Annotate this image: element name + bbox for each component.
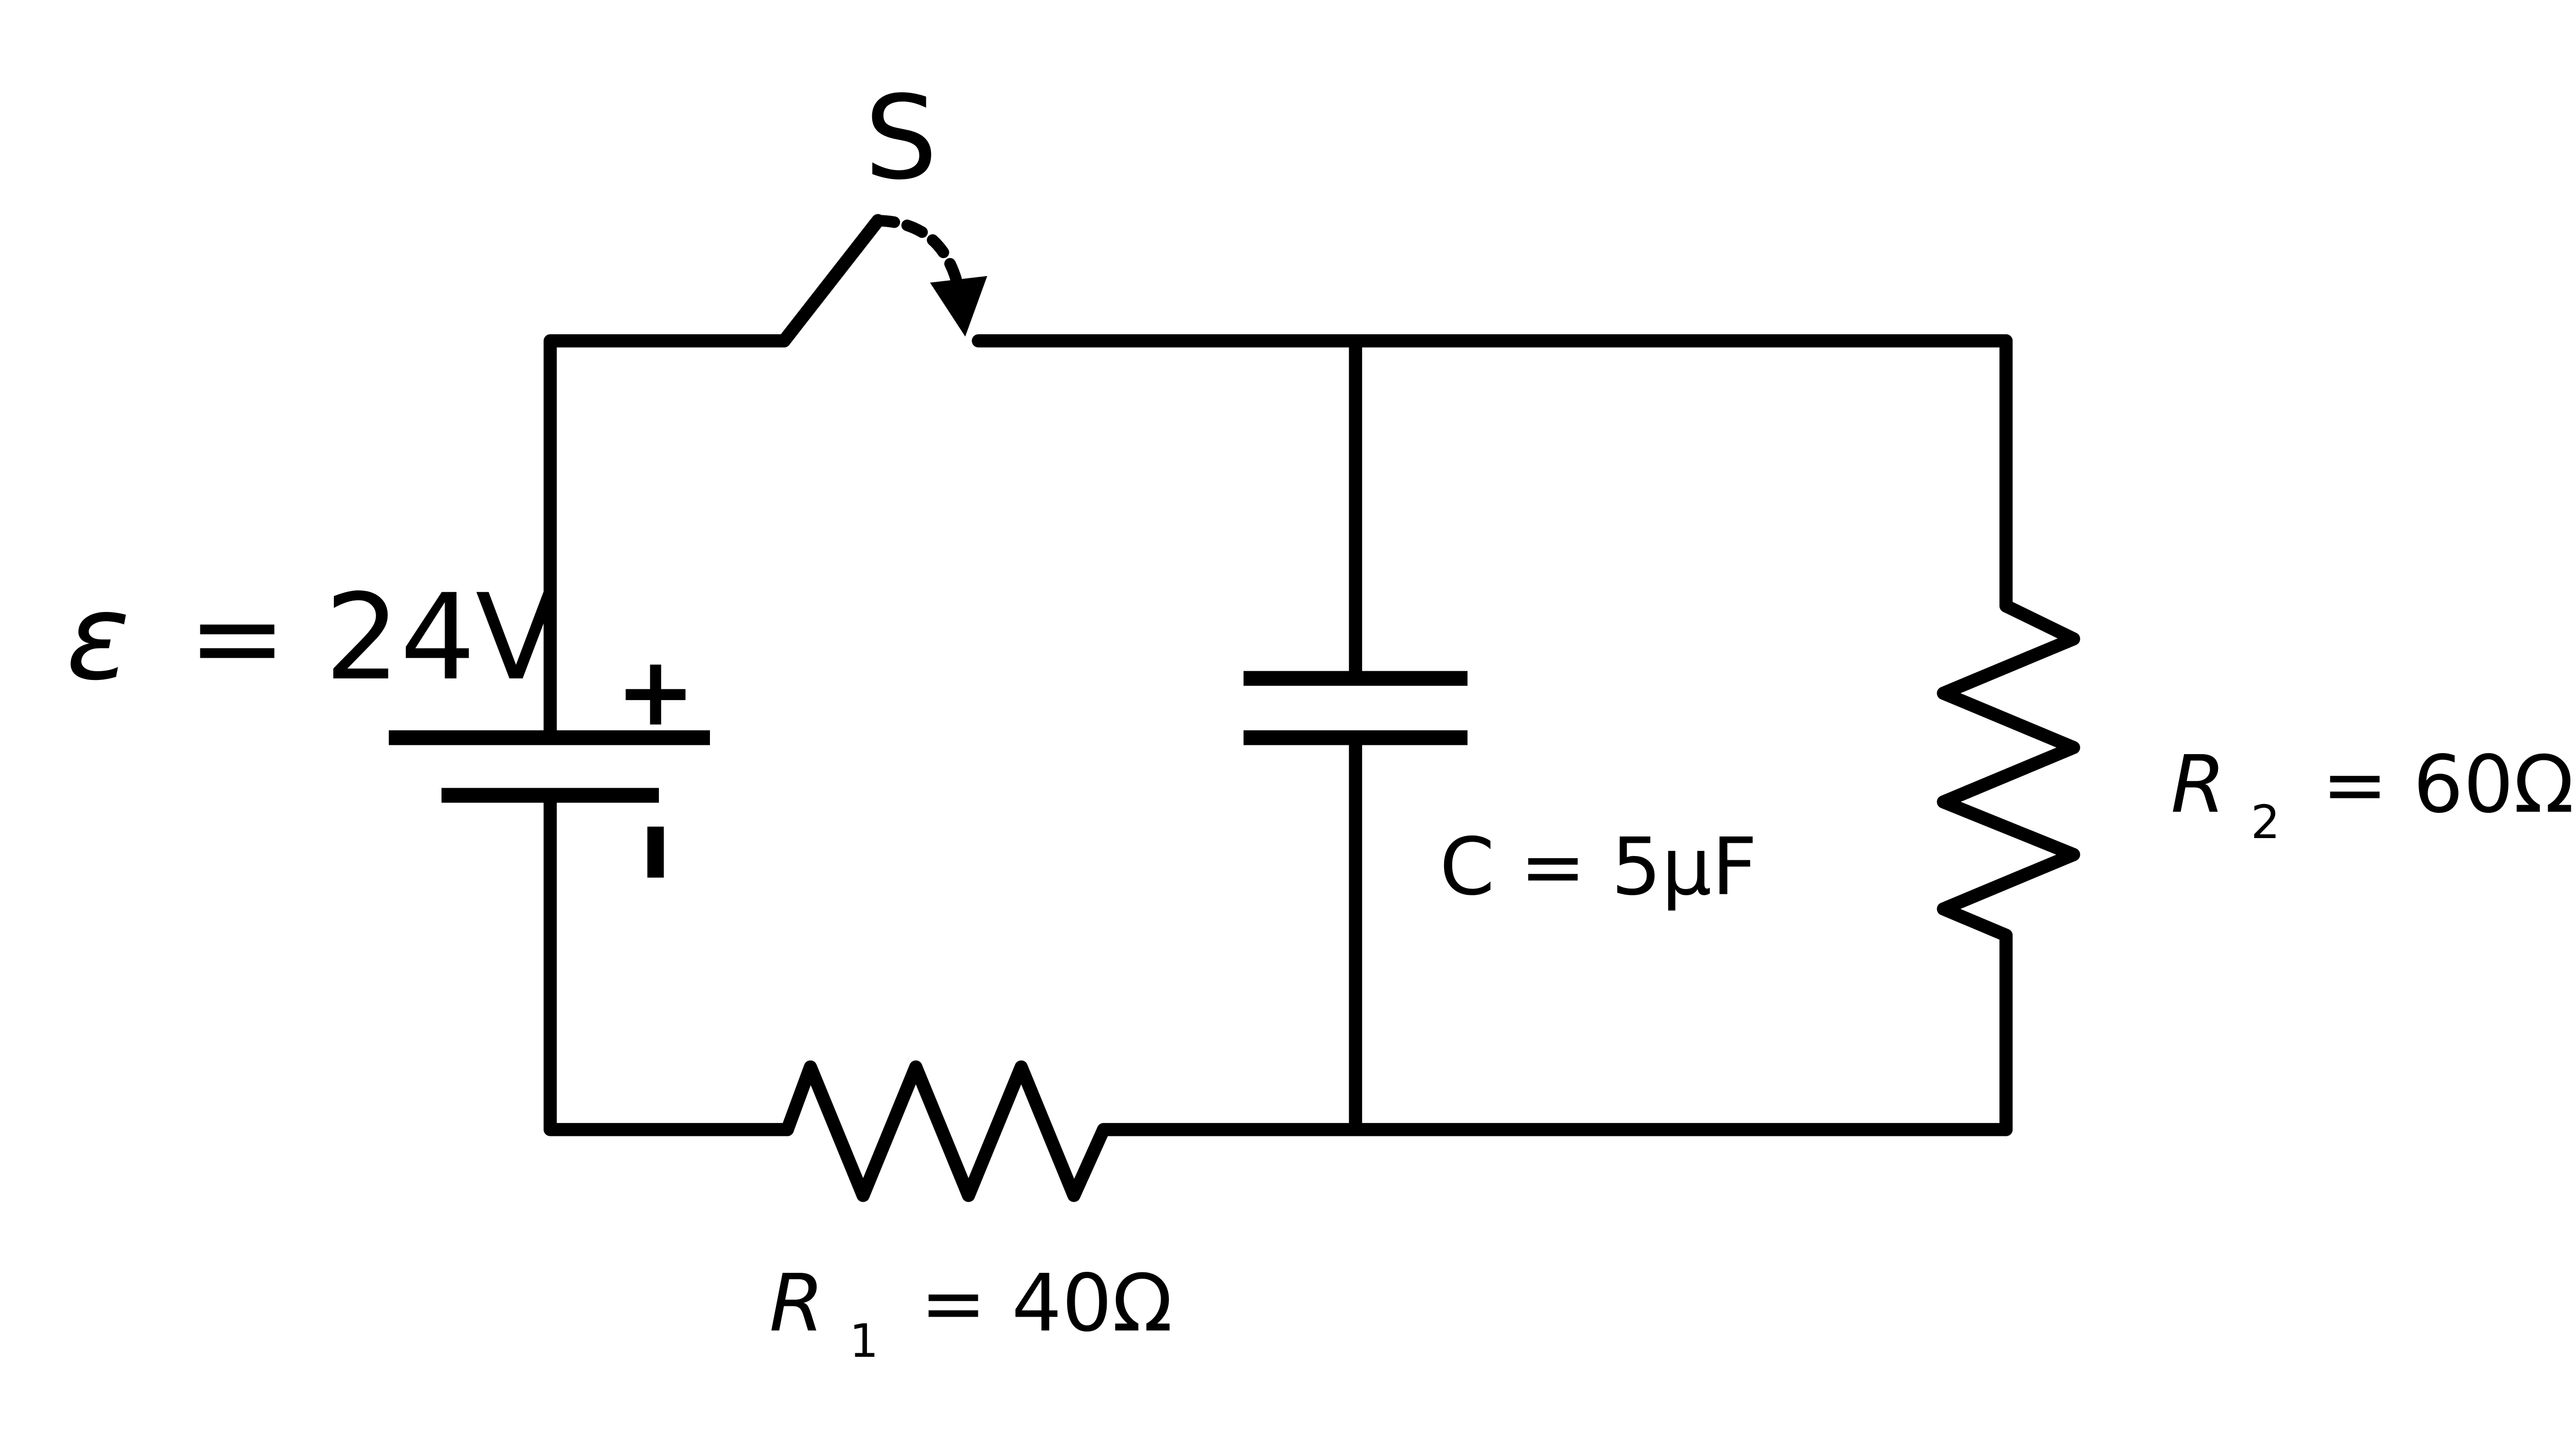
resistor-r2 xyxy=(1937,334,2080,1136)
emf-label: ε = 24V xyxy=(66,569,556,707)
r2-value: = 60Ω xyxy=(2321,739,2574,831)
resistor-r1 xyxy=(781,1060,2013,1202)
switch-swing-arrow xyxy=(872,215,988,337)
switch-blade xyxy=(777,214,885,348)
r1-symbol: R xyxy=(769,1258,824,1350)
capacitor-label: C = 5μF xyxy=(1439,822,1757,913)
switch-label: S xyxy=(865,71,938,205)
r1-value: = 40Ω xyxy=(920,1258,1173,1350)
emf-symbol: ε xyxy=(66,569,130,707)
wire-left-top xyxy=(544,334,791,741)
r2-label: R 2 = 60Ω xyxy=(2171,739,2574,857)
wire-left-bottom xyxy=(544,789,794,1136)
r2-subscript: 2 xyxy=(2251,796,2280,849)
r2-symbol: R xyxy=(2171,739,2226,831)
battery-plus-sign: + xyxy=(616,636,696,747)
r1-subscript: 1 xyxy=(849,1315,878,1368)
r1-label: R 1 = 40Ω xyxy=(769,1258,1173,1376)
emf-value: = 24V xyxy=(188,569,556,707)
